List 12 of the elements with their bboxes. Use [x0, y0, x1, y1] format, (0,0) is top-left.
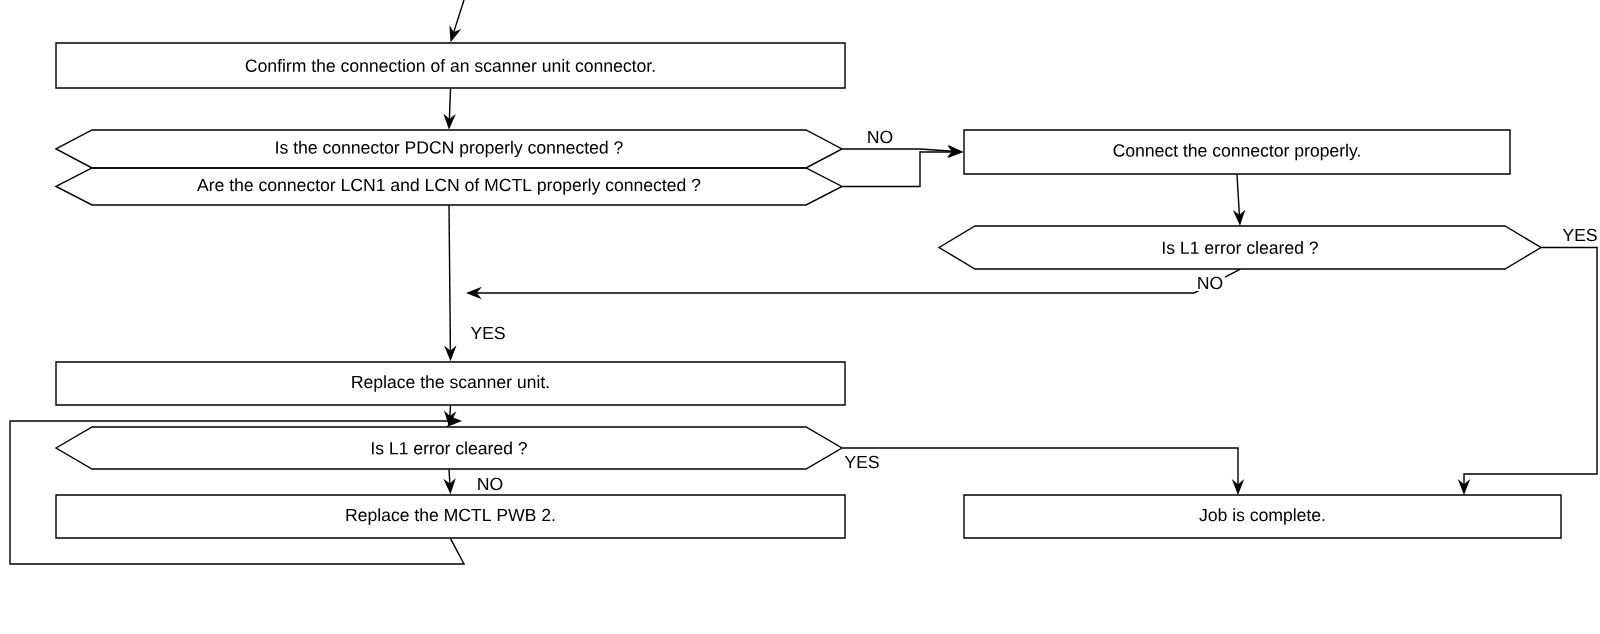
- edge-label: NO: [1195, 275, 1225, 291]
- process-box: Replace the scanner unit.: [55, 361, 846, 406]
- arrow: [9, 414, 466, 565]
- process-box: Replace the MCTL PWB 2.: [55, 494, 846, 539]
- edge-label: NO: [865, 129, 895, 145]
- edge-label: YES: [1560, 227, 1600, 243]
- process-box: Job is complete.: [963, 494, 1562, 539]
- process-box: Connect the connector properly.: [963, 129, 1511, 175]
- edge-label: YES: [842, 454, 882, 470]
- edge-label: NO: [475, 476, 505, 492]
- process-box: Confirm the connection of an scanner unit connector.: [55, 42, 846, 89]
- edge-label: YES: [468, 325, 508, 341]
